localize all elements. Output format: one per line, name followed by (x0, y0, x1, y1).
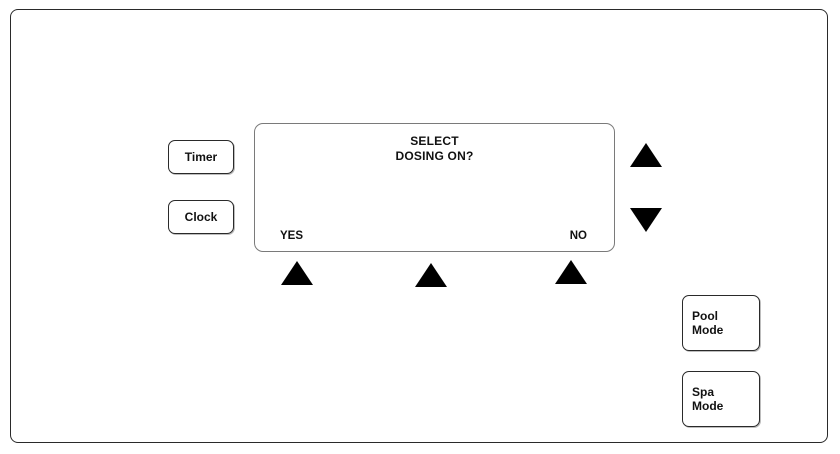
spa-mode-button[interactable]: Spa Mode (682, 371, 760, 427)
softkey-label-no: NO (569, 230, 587, 242)
spa-mode-label-line1: Spa (692, 384, 715, 399)
display-line-2: DOSING ON? (395, 149, 474, 163)
softkey-center-up-arrow-icon[interactable] (414, 262, 448, 288)
softkey-left-up-arrow-icon[interactable] (280, 260, 314, 286)
softkey-right-up-arrow-icon[interactable] (554, 259, 588, 285)
pool-mode-button[interactable]: Pool Mode (682, 295, 760, 351)
clock-button[interactable]: Clock (168, 200, 234, 234)
clock-button-label: Clock (184, 209, 218, 224)
pool-mode-label-line2: Mode (692, 323, 724, 337)
spa-mode-label-line2: Mode (692, 399, 724, 413)
lcd-display: SELECT DOSING ON? YES NO (254, 123, 615, 252)
timer-button-label: Timer (184, 149, 218, 164)
display-line-1: SELECT (410, 134, 459, 148)
softkey-label-yes: YES (280, 230, 304, 242)
scroll-up-arrow-icon[interactable] (629, 142, 663, 168)
pool-mode-label-line1: Pool (692, 308, 718, 323)
timer-button[interactable]: Timer (168, 140, 234, 174)
scroll-down-arrow-icon[interactable] (629, 207, 663, 233)
